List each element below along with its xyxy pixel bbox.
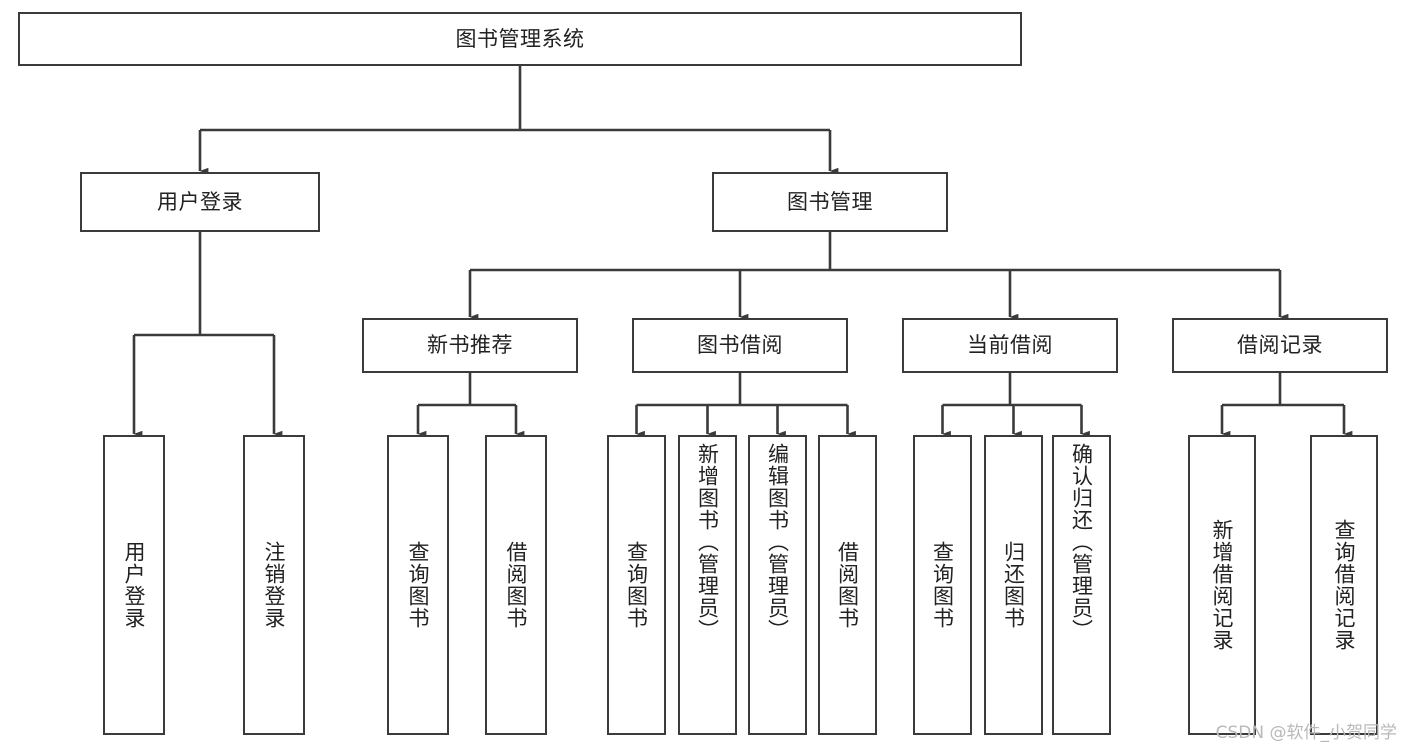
leaf-query-books-current[interactable]: 查询图书 xyxy=(913,435,972,735)
node-book-management[interactable]: 图书管理 xyxy=(712,172,948,232)
node-label: 新增图书（管理员） xyxy=(695,443,720,641)
leaf-logout[interactable]: 注销登录 xyxy=(243,435,305,735)
node-user-login[interactable]: 用户登录 xyxy=(80,172,320,232)
node-label: 注销登录 xyxy=(262,541,287,629)
leaf-query-books-new[interactable]: 查询图书 xyxy=(387,435,449,735)
node-new-book-recommendation[interactable]: 新书推荐 xyxy=(362,318,578,373)
leaf-edit-book-admin[interactable]: 编辑图书（管理员） xyxy=(748,435,807,735)
leaf-confirm-return-admin[interactable]: 确认归还（管理员） xyxy=(1052,435,1111,735)
node-label: 借阅图书 xyxy=(835,541,860,629)
node-label: 确认归还（管理员） xyxy=(1069,443,1094,641)
node-label: 归还图书 xyxy=(1001,541,1026,629)
node-label: 当前借阅 xyxy=(967,333,1053,358)
leaf-return-book[interactable]: 归还图书 xyxy=(984,435,1043,735)
node-label: 查询图书 xyxy=(406,541,431,629)
node-label: 借阅记录 xyxy=(1237,333,1323,358)
leaf-user-login[interactable]: 用户登录 xyxy=(103,435,165,735)
node-label: 用户登录 xyxy=(122,541,147,629)
leaf-add-borrow-record[interactable]: 新增借阅记录 xyxy=(1188,435,1256,735)
node-label: 编辑图书（管理员） xyxy=(765,443,790,641)
node-label: 新增借阅记录 xyxy=(1210,519,1235,651)
node-label: 新书推荐 xyxy=(427,333,513,358)
leaf-borrow-book[interactable]: 借阅图书 xyxy=(818,435,877,735)
node-label: 图书借阅 xyxy=(697,333,783,358)
node-label: 图书管理系统 xyxy=(455,26,585,51)
node-borrowing-records[interactable]: 借阅记录 xyxy=(1172,318,1388,373)
node-root-book-management-system[interactable]: 图书管理系统 xyxy=(18,12,1022,66)
node-label: 借阅图书 xyxy=(504,541,529,629)
node-label: 用户登录 xyxy=(157,189,243,214)
leaf-query-borrow-record[interactable]: 查询借阅记录 xyxy=(1310,435,1378,735)
node-label: 查询借阅记录 xyxy=(1332,519,1357,651)
node-book-borrowing[interactable]: 图书借阅 xyxy=(632,318,848,373)
leaf-add-book-admin[interactable]: 新增图书（管理员） xyxy=(678,435,737,735)
node-label: 查询图书 xyxy=(624,541,649,629)
node-label: 查询图书 xyxy=(930,541,955,629)
node-current-borrowing[interactable]: 当前借阅 xyxy=(902,318,1118,373)
leaf-borrow-books-new[interactable]: 借阅图书 xyxy=(485,435,547,735)
csdn-watermark: CSDN @软件_小贺同学 xyxy=(1215,723,1397,743)
node-label: 图书管理 xyxy=(787,189,873,214)
leaf-query-books-borrow[interactable]: 查询图书 xyxy=(607,435,666,735)
